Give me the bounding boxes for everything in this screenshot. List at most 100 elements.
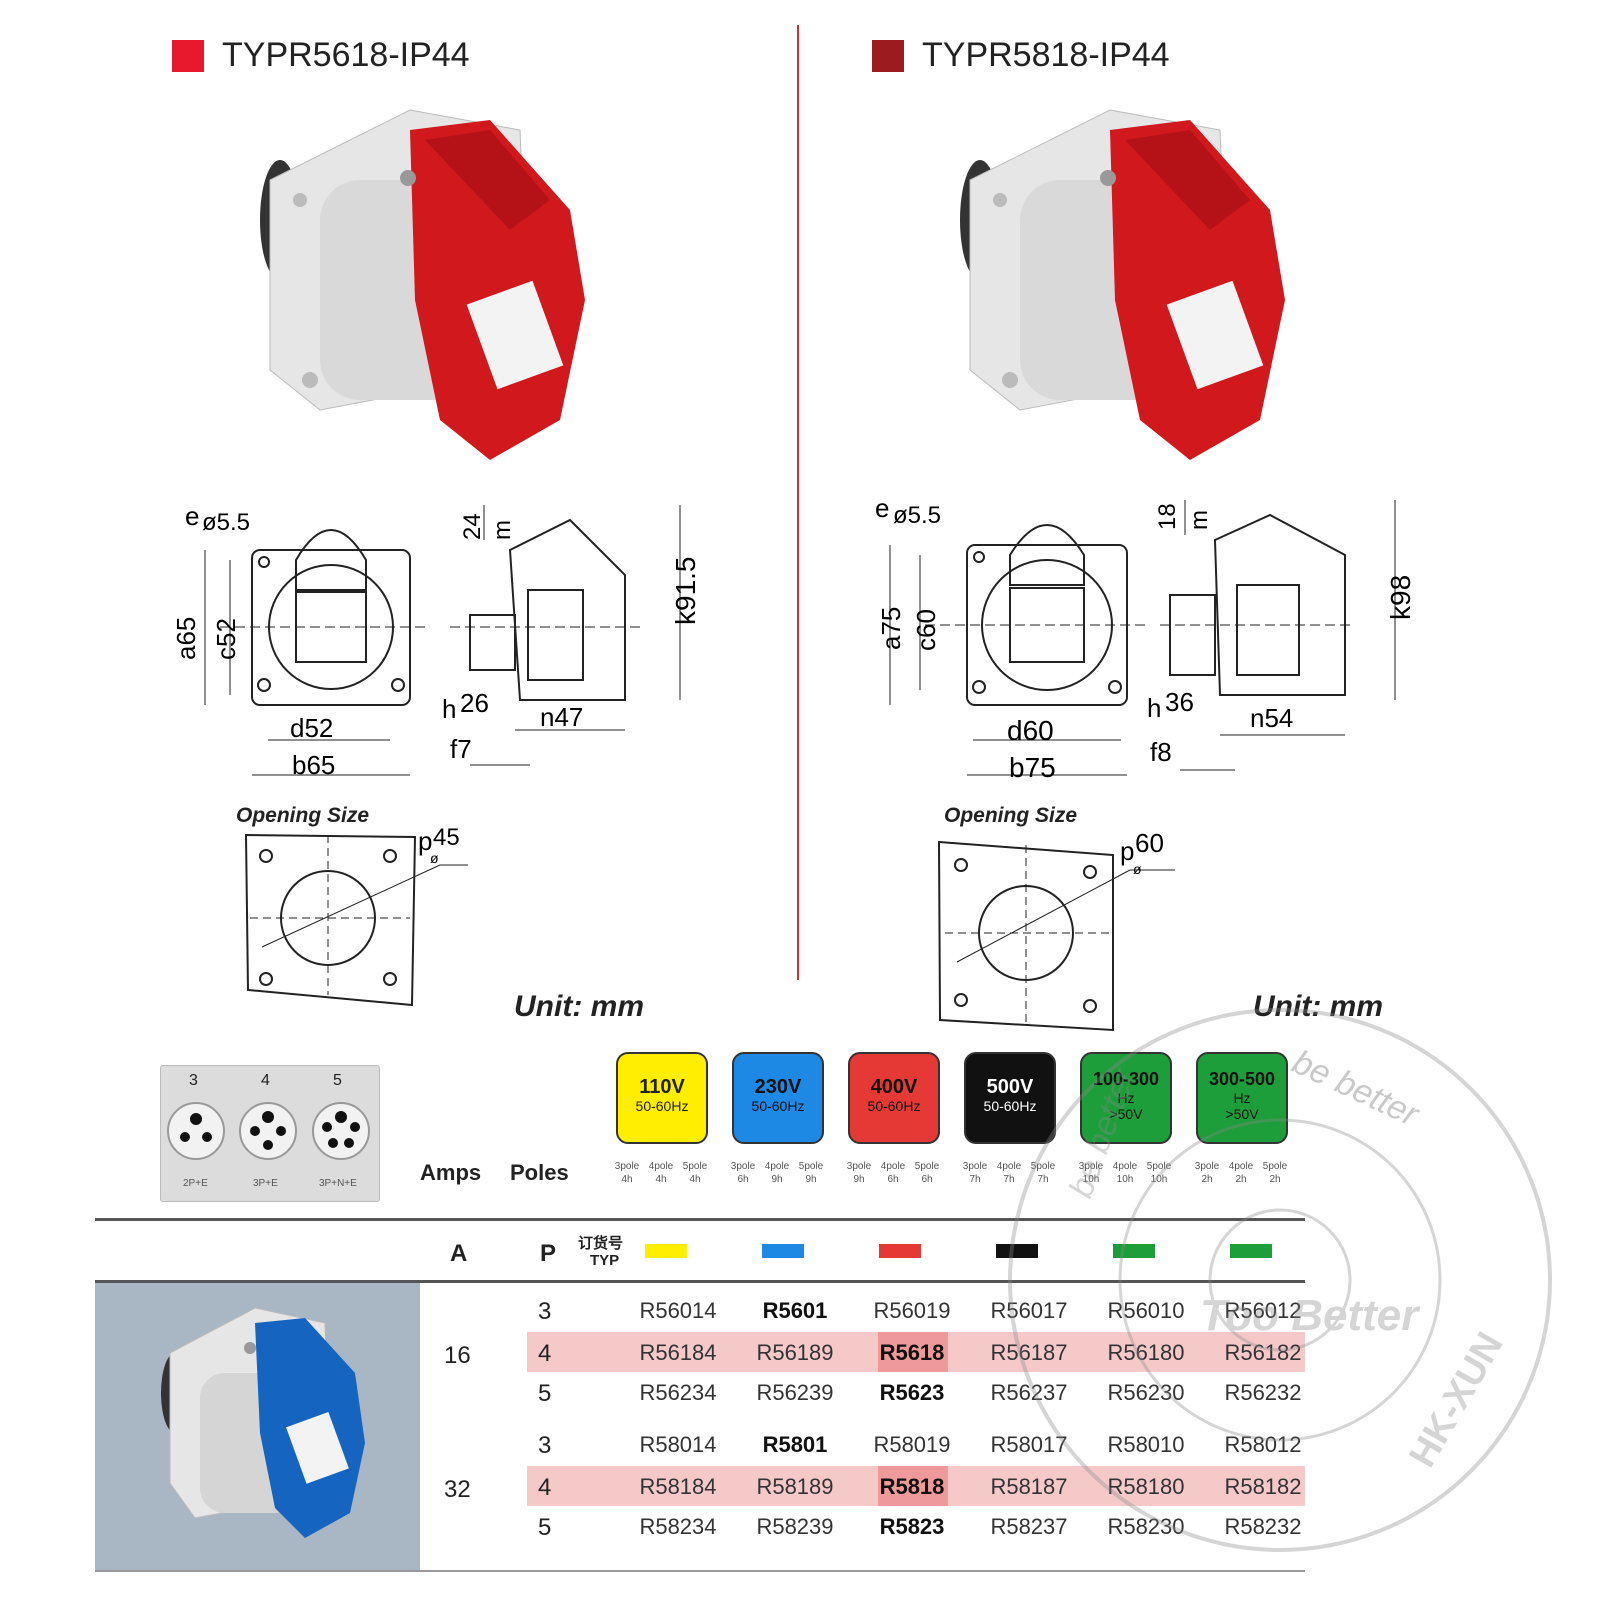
pole-label: 4pole <box>764 1161 790 1172</box>
order-code-cell: R58189 <box>756 1474 834 1499</box>
poles-value: 4 <box>538 1474 552 1501</box>
order-code-cell: R56182 <box>1224 1340 1302 1365</box>
order-code-cell: R5618 <box>879 1340 945 1365</box>
column-color-swatch <box>1113 1244 1155 1258</box>
order-code-cell: R56019 <box>873 1298 951 1323</box>
column-color-swatch <box>1230 1244 1272 1258</box>
voltage-value: 230V <box>754 1076 802 1098</box>
right-a-dim: a75 <box>876 607 906 650</box>
voltage-value: 400V <box>870 1076 918 1098</box>
order-code-cell: R58232 <box>1224 1514 1302 1539</box>
pole-label: 3pole <box>1194 1161 1220 1172</box>
right-opening-drawing: p 60 ø <box>937 830 1175 1032</box>
left-unit-label: Unit: mm <box>514 990 644 1023</box>
hour-label: 9h <box>805 1174 817 1185</box>
hour-label: 7h <box>1003 1174 1015 1185</box>
voltage-value: 110V <box>639 1076 685 1098</box>
pole-label: 5pole <box>798 1161 824 1172</box>
pole-label: 5pole <box>1146 1161 1172 1172</box>
hour-label: 4h <box>655 1174 667 1185</box>
right-b-dim: b75 <box>1009 752 1056 783</box>
pin-count-3: 3 <box>189 1072 198 1089</box>
pole-label: 4pole <box>1228 1161 1254 1172</box>
order-code-cell: R58230 <box>1107 1514 1185 1539</box>
pole-hour-label: 5pole 10h <box>1142 1160 1176 1186</box>
voltage-value: 100-300 <box>1092 1069 1160 1089</box>
highlight-cell <box>878 1332 948 1372</box>
voltage-frequency: 50-60Hz <box>635 1098 689 1114</box>
voltage-limit: >50V <box>1109 1106 1143 1122</box>
left-c-dim: c52 <box>211 618 241 660</box>
hour-label: 6h <box>887 1174 899 1185</box>
pin-layout-icons <box>167 1102 370 1160</box>
order-code-cell: R58239 <box>756 1514 834 1539</box>
pole-hour-label: 4pole 6h <box>876 1160 910 1186</box>
voltage-frequency: 50-60Hz <box>983 1098 1037 1114</box>
pole-label: 4pole <box>880 1161 906 1172</box>
pole-label: 4pole <box>996 1161 1022 1172</box>
header-poles: P <box>540 1240 557 1267</box>
right-opening-p-value: 60 <box>1135 830 1164 858</box>
voltage-frequency: 50-60Hz <box>751 1098 805 1114</box>
pole-label: 5pole <box>1030 1161 1056 1172</box>
right-product-title: TYPR5818-IP44 <box>922 36 1170 74</box>
table-header-rule <box>95 1280 1305 1283</box>
order-code-cell: R5801 <box>762 1432 828 1457</box>
order-code-cell: R58010 <box>1107 1432 1185 1457</box>
left-b-dim: b65 <box>292 750 335 780</box>
left-h-letter: h <box>442 694 456 724</box>
column-color-swatch <box>996 1244 1038 1258</box>
left-a-dim: a65 <box>171 617 201 660</box>
hour-label: 4h <box>689 1174 701 1185</box>
right-d-dim: d60 <box>1007 715 1054 746</box>
order-code-cell: R58182 <box>1224 1474 1302 1499</box>
poles-value: 3 <box>538 1432 552 1459</box>
order-code-cell: R56187 <box>990 1340 1068 1365</box>
order-code-cell: R56239 <box>756 1380 834 1405</box>
pin-count-5: 5 <box>333 1072 342 1089</box>
left-n-dim: n47 <box>540 702 583 732</box>
voltage-frequency: 50-60Hz <box>867 1098 921 1114</box>
order-code-cell: R58184 <box>639 1474 717 1499</box>
hour-label: 10h <box>1150 1174 1168 1185</box>
hour-label: 7h <box>1037 1174 1049 1185</box>
left-e-dim: e <box>185 501 199 531</box>
order-code-cell: R56237 <box>990 1380 1068 1405</box>
order-code-cell: R56014 <box>639 1298 717 1323</box>
left-m-letter: m <box>489 520 516 540</box>
right-h-value: 36 <box>1165 687 1194 717</box>
left-opening-dia: ø <box>430 850 439 866</box>
pin-code-3pne: 3P+N+E <box>319 1178 357 1189</box>
order-code-cell: R56017 <box>990 1298 1068 1323</box>
pole-label: 4pole <box>1112 1161 1138 1172</box>
pole-label: 4pole <box>648 1161 674 1172</box>
order-code-cell: R56234 <box>639 1380 717 1405</box>
hour-label: 2h <box>1269 1174 1281 1185</box>
amps-label: Amps <box>420 1160 482 1185</box>
order-code-cell: R56232 <box>1224 1380 1302 1405</box>
pole-label: 5pole <box>914 1161 940 1172</box>
order-code-cell: R5823 <box>879 1514 945 1539</box>
table-bottom-rule <box>95 1570 1305 1572</box>
left-opening-p: p <box>418 826 432 856</box>
pole-label: 3pole <box>614 1161 640 1172</box>
highlight-cell <box>878 1466 948 1506</box>
column-color-swatch <box>879 1244 921 1258</box>
left-d-dim: d52 <box>290 713 333 743</box>
right-e-dim: e <box>875 495 889 523</box>
order-code-cell: R58237 <box>990 1514 1068 1539</box>
voltage-frequency: Hz <box>1117 1090 1135 1106</box>
amps-value: 16 <box>444 1342 471 1369</box>
order-code-cell: R56180 <box>1107 1340 1185 1365</box>
header-typ: TYP <box>590 1252 620 1269</box>
pin-count-4: 4 <box>261 1072 270 1089</box>
